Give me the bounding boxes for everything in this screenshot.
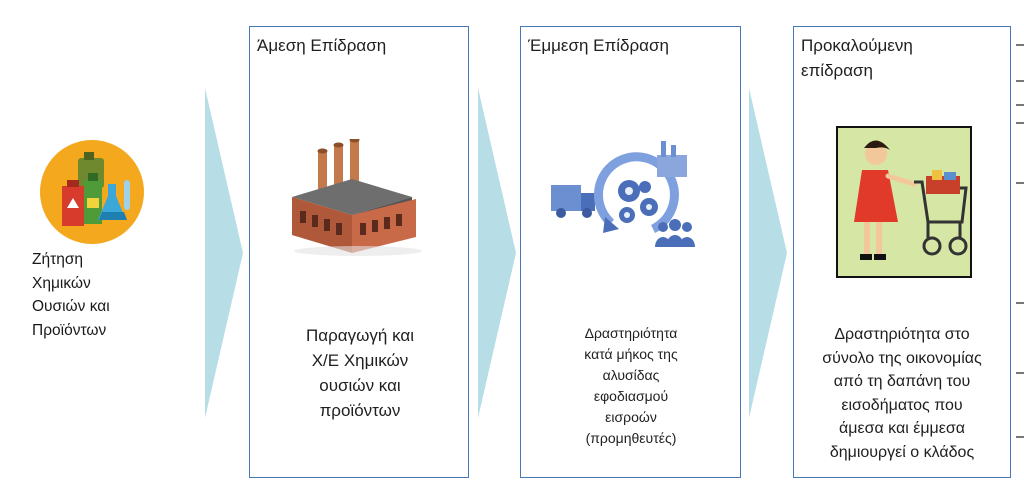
stage-title-line: Προκαλούμενη <box>801 36 913 55</box>
description-line: σύνολο της οικονομίας <box>822 349 982 367</box>
cropped-edge-mark <box>1016 104 1024 106</box>
description-line: δημιουργεί ο κλάδος <box>829 443 975 461</box>
demand-label-line: Προϊόντων <box>32 321 107 339</box>
description-line: από τη δαπάνη του <box>833 373 971 390</box>
stage-title: Έμμεση Επίδραση <box>528 33 669 58</box>
cropped-edge-mark <box>1016 302 1024 304</box>
description-line: εφοδιασμού <box>593 388 669 404</box>
description-line: προϊόντων <box>319 401 401 420</box>
demand-label-line: Ζήτηση <box>32 251 84 268</box>
description-line: Παραγωγή και <box>306 326 414 345</box>
description-line: εισοδήματος που <box>841 396 963 414</box>
description-line: Δραστηριότητα στο <box>834 326 970 343</box>
cropped-edge-mark <box>1016 80 1024 82</box>
cropped-edge-mark <box>1016 44 1024 46</box>
demand-label-line: Χημικών <box>32 274 91 292</box>
stage-title-line: Άμεση Επίδραση <box>257 36 387 55</box>
shopper-cart-icon <box>836 126 972 278</box>
stage-box-induced: Προκαλούμενη επίδραση Δραστηριότητα στο <box>793 26 1011 478</box>
stage-box-indirect: Έμμεση Επίδραση <box>520 26 741 478</box>
supply-chain-icon <box>549 137 699 267</box>
cropped-edge-mark <box>1016 182 1024 184</box>
flow-arrow-3 <box>749 88 787 418</box>
demand-label: Ζήτηση Χημικών Ουσιών και Προϊόντων <box>32 248 110 342</box>
description-line: Χ/Ε Χημικών <box>311 351 409 370</box>
description-line: (προμηθευτές) <box>585 430 677 446</box>
description-line: κατά μήκος της <box>584 346 678 362</box>
cropped-edge-mark <box>1016 436 1024 438</box>
stage-box-direct: Άμεση Επίδραση Παρα <box>249 26 469 478</box>
stage-title-line: επίδραση <box>801 61 873 80</box>
factory-icon <box>288 137 428 257</box>
description-line: Δραστηριότητα <box>584 325 678 341</box>
demand-label-line: Ουσιών και <box>32 298 110 315</box>
cropped-edge-mark <box>1016 122 1024 124</box>
cropped-edge-mark <box>1016 372 1024 374</box>
flow-arrow-1 <box>205 88 243 418</box>
stage-description: Δραστηριότητα κατά μήκος της αλυσίδας εφ… <box>531 323 731 449</box>
stage-title: Προκαλούμενη επίδραση <box>801 33 913 83</box>
description-line: άμεσα και έμμεσα <box>838 420 966 437</box>
description-line: ουσιών και <box>319 376 401 395</box>
stage-description: Δραστηριότητα στο σύνολο της οικονομίας … <box>798 323 1006 464</box>
description-line: εισροών <box>605 409 657 425</box>
stage-description: Παραγωγή και Χ/Ε Χημικών ουσιών και προϊ… <box>260 323 460 423</box>
stage-title-line: Έμμεση Επίδραση <box>528 36 669 55</box>
description-line: αλυσίδας <box>602 367 660 383</box>
flow-arrow-2 <box>478 88 516 418</box>
stage-title: Άμεση Επίδραση <box>257 33 386 58</box>
chemical-products-icon <box>38 140 146 244</box>
